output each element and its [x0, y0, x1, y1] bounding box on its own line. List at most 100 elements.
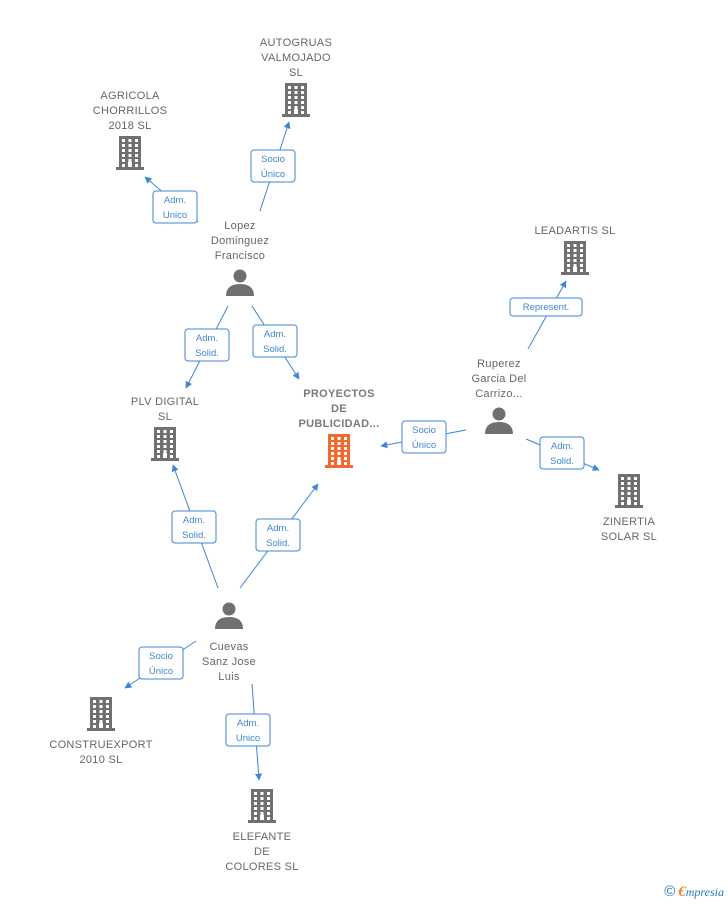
building-window	[621, 477, 624, 480]
building-window	[157, 440, 160, 443]
building-window	[567, 259, 570, 262]
building-door	[627, 500, 631, 505]
edge-label-box[interactable]	[509, 297, 583, 317]
edge-cuevas-to-proyectos[interactable]: Adm.Solid.	[239, 483, 319, 589]
node-label-line: Garcia Del	[472, 373, 527, 385]
building-window	[337, 442, 341, 445]
person-icon	[226, 269, 254, 296]
building-icon	[615, 474, 643, 508]
edge-label-box[interactable]	[138, 646, 184, 680]
node-leadartis[interactable]: LEADARTIS SL	[534, 225, 615, 275]
building-window	[93, 700, 96, 703]
edge-label-text: Unico	[236, 733, 260, 744]
node-label-line: Cuevas	[209, 641, 248, 653]
building-window	[331, 462, 334, 465]
edge-label-box[interactable]	[225, 713, 271, 747]
edge-label-text: Solid.	[550, 456, 574, 467]
edge-label-box[interactable]	[252, 324, 298, 358]
building-window	[163, 435, 167, 438]
building-base	[561, 272, 589, 275]
building-window	[106, 720, 109, 723]
building-base	[116, 167, 144, 170]
building-window	[567, 254, 570, 257]
edge-label-text: Adm.	[164, 195, 186, 206]
brand-initial: €	[678, 884, 686, 900]
node-proyectos[interactable]: PROYECTOSDEPUBLICIDAD...	[299, 388, 380, 468]
edge-cuevas-to-elefante[interactable]: Adm.Unico	[225, 683, 271, 781]
building-window	[294, 86, 298, 89]
edge-ruperez-to-leadartis[interactable]: Represent.	[509, 280, 583, 350]
edge-ruperez-to-zinertia[interactable]: Adm. Solid.	[525, 436, 600, 471]
building-window	[254, 812, 257, 815]
building-window	[301, 96, 304, 99]
node-label-line: VALMOJADO	[261, 52, 331, 64]
building-window	[573, 249, 577, 252]
building-window	[254, 802, 257, 805]
edge-label-text: Adm.	[183, 515, 205, 526]
building-window	[267, 792, 270, 795]
edge-label-box[interactable]	[250, 149, 296, 183]
building-window	[122, 154, 125, 157]
brand-name: mpresia	[685, 885, 724, 899]
building-window	[106, 725, 109, 728]
building-window	[128, 159, 132, 162]
node-label-line: CHORRILLOS	[93, 105, 168, 117]
building-window	[170, 435, 173, 438]
node-label-line: 2010 SL	[79, 754, 122, 766]
node-label-line: PLV DIGITAL	[131, 396, 199, 408]
building-window	[267, 797, 270, 800]
node-label-line: DE	[331, 403, 347, 415]
building-window	[106, 710, 109, 713]
building-window	[122, 159, 125, 162]
node-label-line: LEADARTIS SL	[534, 225, 615, 237]
building-window	[634, 487, 637, 490]
edge-label-box[interactable]	[184, 328, 230, 362]
edge-label-text: Adm.	[264, 329, 286, 340]
building-window	[294, 101, 298, 104]
building-window	[621, 487, 624, 490]
building-window	[331, 457, 334, 460]
edge-label-text: Unico	[163, 210, 187, 221]
building-window	[627, 477, 631, 480]
edge-label-text: Solid.	[182, 530, 206, 541]
edge-label-box[interactable]	[255, 518, 301, 552]
node-label-line: COLORES SL	[225, 861, 298, 873]
empresia-logo[interactable]: ©€mpresia	[664, 883, 724, 901]
building-base	[87, 728, 115, 731]
edge-label-box[interactable]	[401, 420, 447, 454]
building-window	[254, 807, 257, 810]
edge-lopez-to-agricola[interactable]: Adm. Unico	[144, 176, 199, 224]
building-window	[301, 111, 304, 114]
edge-label-box[interactable]	[171, 510, 217, 544]
building-window	[627, 482, 631, 485]
edge-lopez-to-proyectos[interactable]: Adm.Solid.	[251, 305, 300, 380]
building-window	[634, 477, 637, 480]
edge-label-text: Adm.	[267, 523, 289, 534]
building-window	[254, 817, 257, 820]
edge-label-box[interactable]	[152, 190, 198, 224]
edge-lopez-to-plv[interactable]: Adm.Solid.	[184, 305, 230, 389]
building-door	[294, 109, 298, 114]
building-window	[580, 254, 583, 257]
person-head	[233, 269, 247, 283]
building-window	[157, 455, 160, 458]
building-window	[157, 430, 160, 433]
building-window	[135, 149, 138, 152]
edge-label-box[interactable]	[539, 436, 585, 470]
building-window	[267, 807, 270, 810]
edge-cuevas-to-plv[interactable]: Adm. Solid.	[171, 464, 219, 589]
edge-label-text: Adm.	[551, 441, 573, 452]
building-door	[337, 460, 341, 465]
